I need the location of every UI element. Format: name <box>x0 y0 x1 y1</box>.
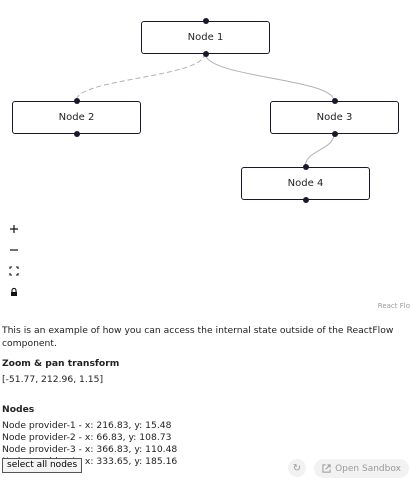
fit-view-button[interactable] <box>4 261 24 281</box>
transform-value: [-51.77, 212.96, 1.15] <box>2 374 104 385</box>
node-provider-item: Node provider-2 - x: 66.83, y: 108.73 <box>2 432 172 443</box>
node-3-source-handle[interactable] <box>331 131 338 137</box>
node-4-target-handle[interactable] <box>302 164 309 170</box>
node-2-source-handle[interactable] <box>73 131 80 137</box>
node-4-source-handle[interactable] <box>302 197 309 203</box>
fit-view-icon <box>9 266 19 276</box>
edge-3-4[interactable] <box>304 133 335 168</box>
flow-node-3[interactable]: Node 3 <box>270 98 399 137</box>
description-text: This is an example of how you can access… <box>2 325 394 349</box>
edge-1-2[interactable] <box>75 52 206 102</box>
flow-node-4[interactable]: Node 4 <box>241 164 370 203</box>
node-2-target-handle[interactable] <box>73 98 80 104</box>
zoom-in-button[interactable] <box>4 219 24 239</box>
flow-controls <box>4 219 24 303</box>
node-label: Node 3 <box>316 112 353 123</box>
lock-icon <box>11 287 17 296</box>
state-sidebar: This is an example of how you can access… <box>2 324 408 468</box>
select-all-nodes-button[interactable]: select all nodes <box>2 458 83 473</box>
node-provider-item: Node provider-3 - x: 366.83, y: 110.48 <box>2 444 178 455</box>
plus-icon <box>10 225 18 233</box>
flow-node-2[interactable]: Node 2 <box>12 98 141 137</box>
node-label: Node 4 <box>287 178 324 189</box>
node-3-target-handle[interactable] <box>331 98 338 104</box>
react-flow-canvas[interactable]: Node 1 Node 2 Node 3 Node 4 <box>0 0 410 318</box>
node-provider-item: Node provider-1 - x: 216.83, y: 15.48 <box>2 420 172 431</box>
zoom-out-button[interactable] <box>4 240 24 260</box>
flow-node-1[interactable]: Node 1 <box>141 18 270 57</box>
refresh-icon: ↻ <box>292 462 302 474</box>
node-1-target-handle[interactable] <box>202 18 209 24</box>
react-flow-attribution[interactable]: React Flo <box>377 302 410 310</box>
edge-1-3[interactable] <box>204 52 335 102</box>
node-label: Node 1 <box>187 32 224 43</box>
node-label: Node 2 <box>58 112 95 123</box>
edges-layer <box>75 52 335 168</box>
nodes-heading: Nodes <box>2 404 35 415</box>
external-link-icon <box>322 464 331 473</box>
node-provider-item: Node provider-4 - x: 333.65, y: 185.16 <box>2 456 178 467</box>
open-sandbox-label: Open Sandbox <box>335 463 401 474</box>
minus-icon <box>10 249 18 251</box>
open-sandbox-button[interactable]: Open Sandbox <box>314 459 409 478</box>
zoom-pan-heading: Zoom & pan transform <box>2 358 120 369</box>
refresh-button[interactable]: ↻ <box>288 459 306 477</box>
node-provider-list: Node provider-1 - x: 216.83, y: 15.48 No… <box>2 420 408 468</box>
node-1-source-handle[interactable] <box>202 51 209 57</box>
lock-button[interactable] <box>4 282 24 302</box>
